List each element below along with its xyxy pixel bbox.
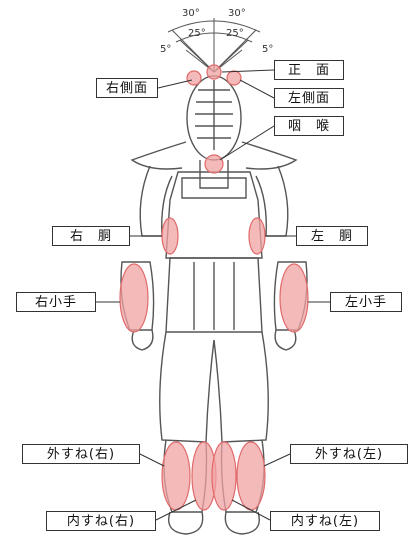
target-men-front — [207, 65, 221, 79]
label-men-right: 右側面 — [96, 78, 158, 98]
target-throat — [205, 155, 223, 173]
target-men-right — [187, 71, 201, 85]
label-men-front: 正 面 — [274, 60, 344, 80]
label-kote-right: 右小手 — [16, 292, 96, 312]
label-shin-inner-left: 内すね(左) — [270, 511, 380, 531]
target-kote-right — [120, 264, 148, 332]
target-do-left — [249, 218, 265, 254]
angle-left-inner: 25° — [188, 28, 206, 39]
label-shin-outer-left: 外すね(左) — [290, 444, 408, 464]
target-men-left — [227, 71, 241, 85]
target-shin-outer-left — [237, 442, 265, 510]
angle-left-outer: 30° — [182, 8, 200, 19]
label-men-left: 左側面 — [274, 88, 344, 108]
label-throat: 咽 喉 — [274, 116, 344, 136]
target-shin-outer-right — [162, 442, 190, 510]
angle-right-small: 5° — [262, 44, 273, 55]
angle-left-small: 5° — [160, 44, 171, 55]
target-kote-left — [280, 264, 308, 332]
angle-right-inner: 25° — [226, 28, 244, 39]
target-do-right — [162, 218, 178, 254]
angle-guides — [168, 18, 260, 72]
label-do-left: 左 胴 — [296, 226, 368, 246]
label-shin-outer-right: 外すね(右) — [22, 444, 140, 464]
label-kote-left: 左小手 — [330, 292, 402, 312]
label-do-right: 右 胴 — [52, 226, 130, 246]
label-shin-inner-right: 内すね(右) — [46, 511, 156, 531]
angle-right-outer: 30° — [228, 8, 246, 19]
